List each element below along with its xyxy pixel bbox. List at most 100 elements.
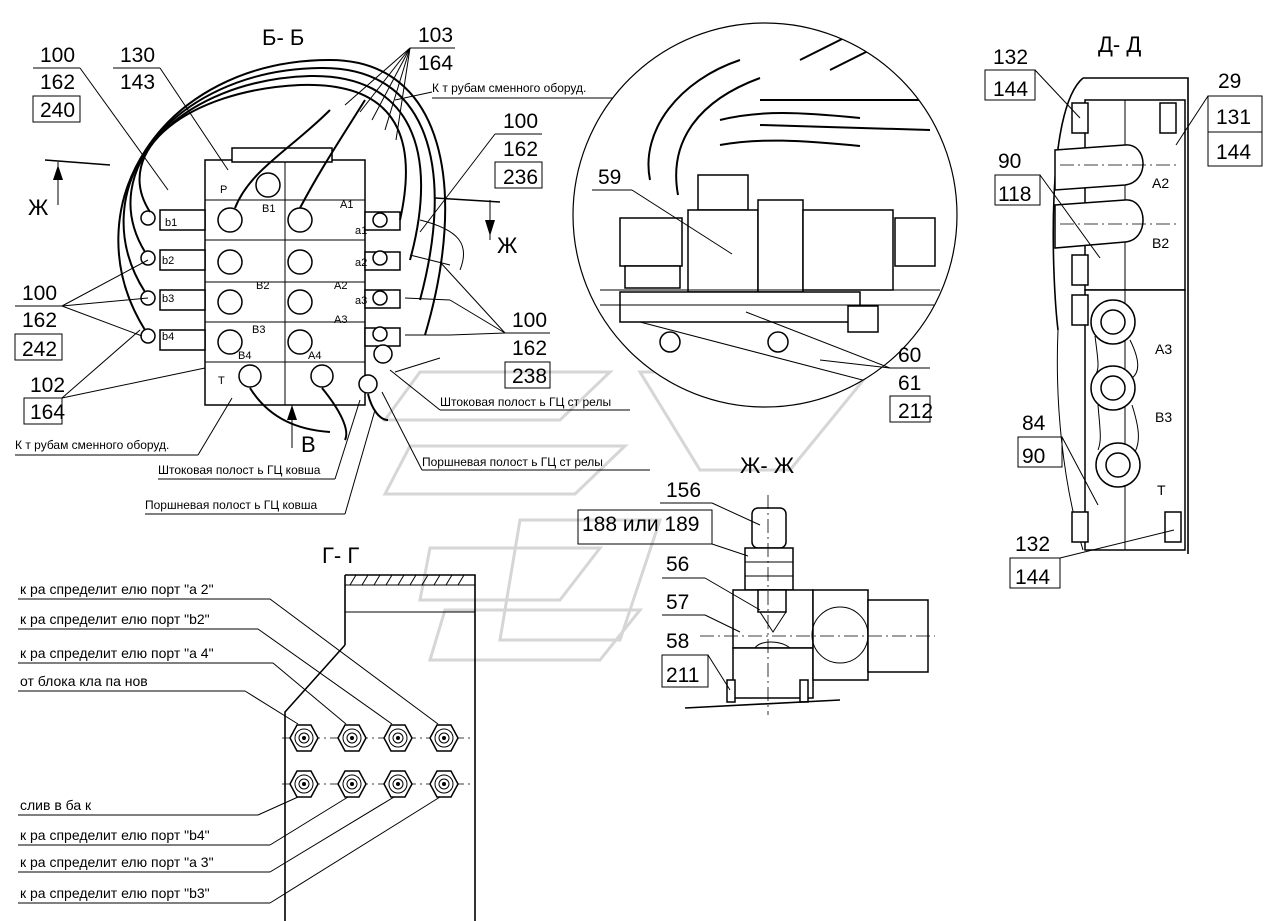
svg-text:61: 61 (898, 372, 921, 395)
svg-text:162: 162 (503, 138, 538, 161)
fitting-8 (429, 770, 459, 798)
gg-label-b2: к ра спределит елю порт "b2" (20, 611, 210, 627)
gg-label-a4: к ра спределит елю порт "a 4" (20, 645, 214, 661)
svg-text:211: 211 (666, 664, 699, 687)
svg-text:144: 144 (993, 78, 1028, 101)
port-label-B3: B3 (252, 324, 265, 336)
callout-59: 59 (592, 166, 733, 255)
note-to-pipes-top: К т рубам сменного оборуд. (432, 81, 586, 95)
gg-fittings (289, 724, 459, 798)
svg-text:240: 240 (40, 99, 75, 122)
fitting-6 (337, 770, 367, 798)
dd-port-T: Т (1157, 482, 1166, 498)
svg-text:102: 102 (30, 374, 65, 397)
svg-text:132: 132 (1015, 533, 1050, 556)
callout-100-162-240: 100 162 240 (32, 44, 169, 191)
section-bb-title: Б- Б (262, 25, 304, 50)
callout-100-162-236: 100 162 236 (419, 110, 543, 233)
section-gg-title: Г- Г (322, 543, 359, 568)
gg-label-a2: к ра спределит елю порт "a 2" (20, 581, 214, 597)
note-piston-boom: Поршневая полост ь ГЦ ст релы (422, 455, 603, 469)
svg-text:100: 100 (40, 44, 75, 67)
svg-text:143: 143 (120, 71, 155, 94)
port-label-A1: A1 (340, 199, 353, 211)
port-label-P: P (220, 184, 227, 196)
callout-90-118: 90 118 (994, 150, 1101, 259)
callout-188-189: 188 или 189 (577, 509, 749, 557)
view-marker-zh-left: Ж (28, 195, 49, 220)
view-v-outline (572, 22, 958, 408)
section-gg: Г- Г к ра спределит елю порт "a 2" к ра … (18, 543, 476, 921)
callout-29-131-144: 29 131 144 (1175, 70, 1263, 167)
svg-text:132: 132 (993, 46, 1028, 69)
section-dd: Д- Д А2 В2 А3 В3 Т (984, 32, 1263, 589)
fitting-3 (383, 724, 413, 752)
svg-text:118: 118 (998, 183, 1031, 206)
section-bb: Б- Б Ж Ж (14, 24, 650, 515)
fitting-4 (429, 724, 459, 752)
svg-text:60: 60 (898, 344, 921, 367)
view-arrow-v: В (301, 432, 316, 457)
callout-84-90: 84 90 (1017, 412, 1099, 506)
port-label-b2: b2 (162, 255, 174, 267)
section-dd-title: Д- Д (1098, 32, 1141, 57)
svg-text:130: 130 (120, 44, 155, 67)
svg-text:144: 144 (1015, 566, 1050, 589)
callout-58-211: 58 211 (661, 630, 731, 691)
svg-text:164: 164 (418, 52, 453, 75)
dd-port-B3: В3 (1155, 409, 1172, 425)
port-label-b4: b4 (162, 331, 174, 343)
port-label-b3: b3 (162, 293, 174, 305)
svg-text:238: 238 (512, 365, 547, 388)
callout-57: 57 (662, 591, 741, 633)
svg-text:57: 57 (666, 591, 689, 614)
note-rod-bucket: Штоковая полост ь ГЦ ковша (158, 463, 321, 477)
callout-103-164: 103 164 (344, 24, 455, 141)
gg-label-valve-block: от блока кла па нов (20, 673, 148, 689)
port-label-A4: A4 (308, 350, 321, 362)
view-marker-zh-right: Ж (497, 233, 518, 258)
dd-port-B2: В2 (1152, 235, 1169, 251)
port-label-a1: a1 (355, 225, 367, 237)
port-label-B4: B4 (238, 350, 251, 362)
port-label-a3: a3 (355, 295, 367, 307)
svg-text:29: 29 (1218, 70, 1241, 93)
svg-text:162: 162 (40, 71, 75, 94)
gg-label-b4: к ра спределит елю порт "b4" (20, 827, 210, 843)
port-label-B1: B1 (262, 203, 275, 215)
svg-text:100: 100 (512, 309, 547, 332)
fitting-1 (289, 724, 319, 752)
callout-156: 156 (660, 479, 761, 526)
fitting-7 (383, 770, 413, 798)
svg-text:212: 212 (898, 400, 933, 423)
section-zhzh: Ж- Ж 156 188 или 189 56 (577, 453, 935, 715)
svg-text:131: 131 (1216, 106, 1251, 129)
callout-130-143: 130 143 (113, 44, 229, 171)
callout-102-164: 102 164 (23, 329, 206, 425)
callout-56: 56 (662, 553, 761, 611)
note-piston-bucket: Поршневая полост ь ГЦ ковша (145, 498, 318, 512)
svg-text:90: 90 (1022, 445, 1045, 468)
view-v: В (572, 22, 958, 423)
callout-100-162-242: 100 162 242 (14, 259, 149, 361)
gg-label-a3: к ра спределит елю порт "a 3" (20, 854, 214, 870)
svg-text:56: 56 (666, 553, 689, 576)
gg-label-drain: слив в ба к (20, 797, 92, 813)
dd-port-A2: А2 (1152, 175, 1169, 191)
svg-text:84: 84 (1022, 412, 1046, 435)
svg-text:90: 90 (998, 150, 1021, 173)
fitting-2 (337, 724, 367, 752)
gg-label-b3: к ра спределит елю порт "b3" (20, 885, 210, 901)
svg-text:59: 59 (598, 166, 621, 189)
note-to-pipes-bottom: К т рубам сменного оборуд. (15, 438, 169, 452)
dd-port-A3: А3 (1155, 341, 1172, 357)
port-label-B2: B2 (256, 280, 269, 292)
svg-text:100: 100 (22, 282, 57, 305)
port-label-b1: b1 (165, 217, 177, 229)
svg-text:103: 103 (418, 24, 453, 47)
svg-text:156: 156 (666, 479, 701, 502)
svg-text:162: 162 (512, 337, 547, 360)
svg-text:242: 242 (22, 338, 57, 361)
section-zhzh-title: Ж- Ж (740, 453, 795, 478)
svg-text:164: 164 (30, 401, 65, 424)
